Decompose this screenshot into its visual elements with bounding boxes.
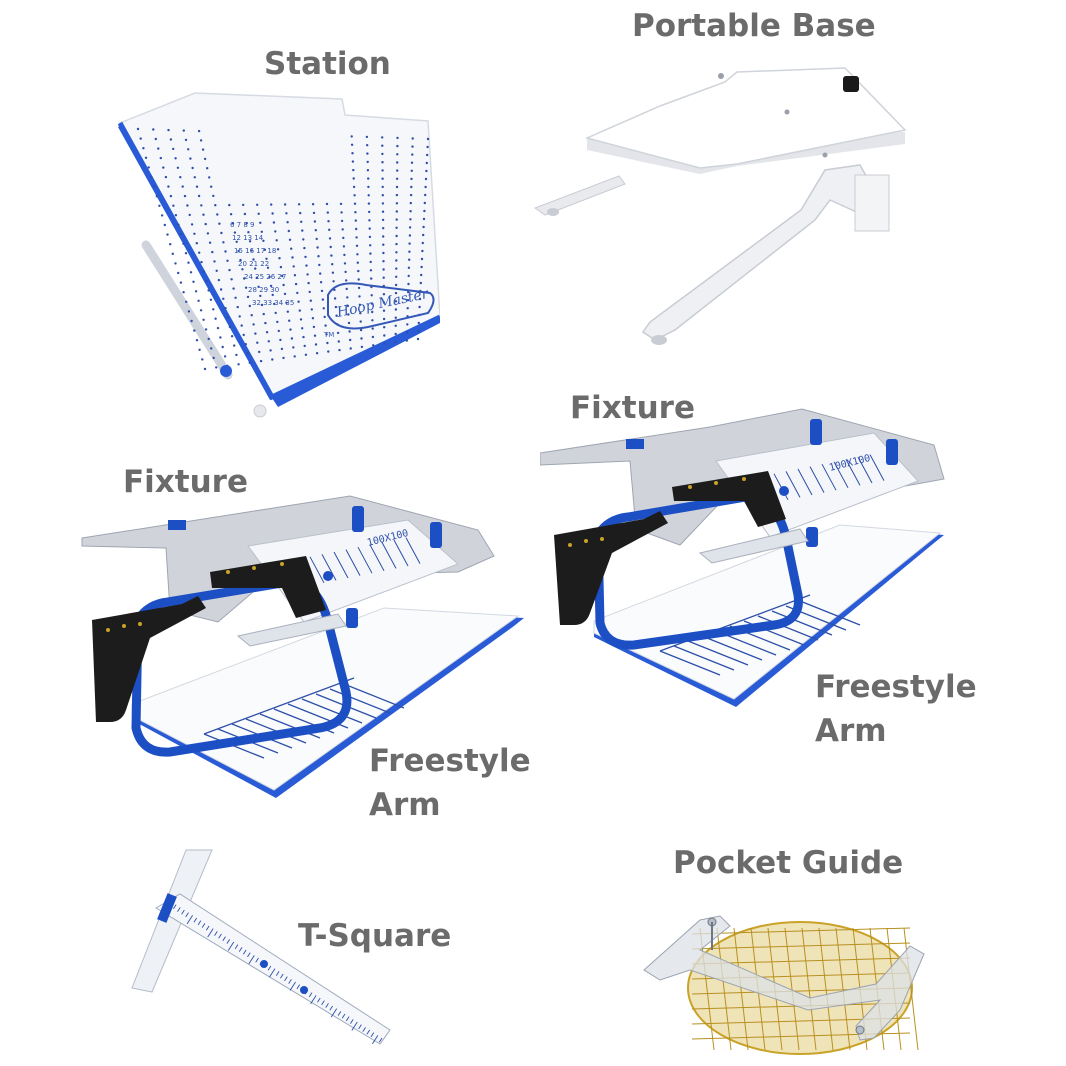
tsquare-scale: [166, 901, 383, 1045]
svg-text:TM: TM: [323, 331, 334, 339]
station-image: 6 7 8 9 12 13 14 15 16 17 18 20 21 22 24…: [110, 85, 440, 430]
svg-text:24 25 26 27: 24 25 26 27: [244, 273, 286, 281]
portable-base-image: [525, 60, 925, 360]
svg-text:15 16 17 18: 15 16 17 18: [234, 247, 276, 255]
station-board: [118, 92, 440, 398]
svg-text:6 7 8 9: 6 7 8 9: [230, 221, 255, 229]
pocket-guide-image: [640, 910, 930, 1060]
label-tsquare: T-Square: [298, 918, 452, 954]
label-freestyle-left-1: Freestyle: [369, 743, 531, 779]
magnet-bar-left: [92, 596, 206, 722]
label-fixture-right: Fixture: [570, 390, 695, 426]
freestyle-arm-left-board: [131, 607, 520, 791]
label-pocket-guide: Pocket Guide: [673, 845, 904, 881]
tsquare-head: [131, 849, 213, 993]
magnet-bar-right: [554, 511, 668, 625]
label-station: Station: [264, 46, 391, 82]
freestyle-arm-right-board: [593, 524, 942, 700]
label-fixture-left: Fixture: [123, 464, 248, 500]
base-knob: [843, 76, 859, 92]
svg-text:20 21 22: 20 21 22: [238, 260, 269, 268]
svg-text:32 33 34 35: 32 33 34 35: [252, 299, 294, 307]
tsquare-blade: [155, 893, 391, 1045]
fixture-freestyle-right-image: 100X100: [540, 405, 950, 715]
label-freestyle-left-2: Arm: [369, 787, 441, 823]
label-portable-base: Portable Base: [632, 8, 876, 44]
station-hole-grid: [136, 127, 430, 371]
label-freestyle-right-2: Arm: [815, 713, 887, 749]
magnet-bar-top: [210, 556, 326, 618]
portable-base-plate: [584, 67, 907, 169]
label-freestyle-right-1: Freestyle: [815, 669, 977, 705]
pocket-guide-holder: [643, 915, 925, 1041]
svg-text:12 13 14: 12 13 14: [232, 234, 264, 242]
hoop-left: [131, 577, 352, 757]
svg-text:28 29 30: 28 29 30: [248, 286, 279, 294]
hoop-right: [593, 492, 803, 650]
fixture-freestyle-left-image: 100X100: [78, 490, 528, 810]
tsquare-image: [128, 848, 398, 1048]
